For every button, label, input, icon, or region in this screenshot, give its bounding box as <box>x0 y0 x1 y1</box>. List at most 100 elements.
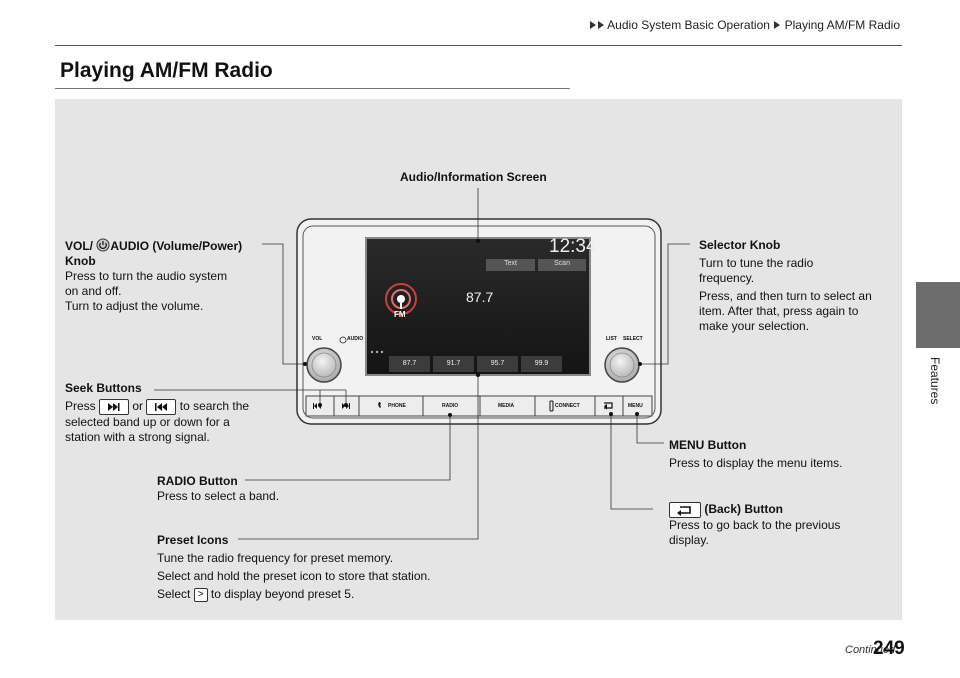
breadcrumb-arrow-icon <box>774 21 781 29</box>
next-arrow-icon: > <box>193 587 208 602</box>
continued-label: Continued <box>845 644 896 656</box>
button-bar <box>305 395 653 417</box>
page-title: Playing AM/FM Radio <box>60 59 273 82</box>
callout-screen-title: Audio/Information Screen <box>400 170 547 184</box>
breadcrumb: Audio System Basic Operation Playing AM/… <box>589 18 900 32</box>
callout-preset: Preset Icons Tune the radio frequency fo… <box>157 533 431 602</box>
menu-line1: Press to display the menu items. <box>669 456 843 470</box>
selector-line2: frequency. <box>699 271 755 285</box>
seek-to-search: to search the <box>179 399 250 414</box>
callout-back: (Back) Button Press to go back to the pr… <box>669 502 840 548</box>
seek-line3: station with a strong signal. <box>65 430 210 444</box>
vol-line1: Press to turn the audio system <box>65 269 228 283</box>
seek-forward-icon <box>342 403 345 409</box>
selector-title: Selector Knob <box>699 238 781 252</box>
back-line2: display. <box>669 533 709 547</box>
preset-display-beyond: to display beyond preset 5. <box>210 587 355 601</box>
vol-line2: on and off. <box>65 284 122 298</box>
clock: 12:34 <box>549 236 597 257</box>
preset-line2: Select and hold the preset icon to store… <box>157 569 431 583</box>
radio-label: RADIO <box>442 403 459 409</box>
header-rule <box>55 45 902 46</box>
media-label: MEDIA <box>498 403 515 409</box>
selector-line3: Press, and then turn to select an <box>699 289 872 303</box>
seek-back-icon <box>146 399 177 415</box>
phone-icon <box>378 402 381 408</box>
seek-back-icon <box>314 403 317 409</box>
back-arrow-head <box>604 404 607 410</box>
vol-line3: Turn to adjust the volume. <box>65 299 204 313</box>
callout-dots <box>303 239 642 417</box>
page-dot <box>375 350 379 354</box>
audio-label: AUDIO <box>347 336 364 342</box>
seek-press: Press <box>65 399 96 414</box>
power-icon <box>96 238 110 252</box>
back-arrow-icon <box>604 402 613 409</box>
breadcrumb-level1: Audio System Basic Operation <box>607 18 770 32</box>
preset-title: Preset Icons <box>157 533 229 547</box>
preset-label-1: 87.7 <box>402 360 417 367</box>
seek-title: Seek Buttons <box>65 381 142 395</box>
unit-inner-bezel <box>302 225 656 419</box>
phone-label: PHONE <box>388 403 406 409</box>
back-line1: Press to go back to the previous <box>669 518 841 532</box>
vol-knob-ring <box>311 352 337 378</box>
title-rule <box>55 88 570 89</box>
back-button[interactable] <box>596 397 622 415</box>
preset-line1: Tune the radio frequency for preset memo… <box>157 551 394 565</box>
callout-selector: Selector Knob Turn to tune the radio fre… <box>699 238 872 334</box>
page-dot <box>370 350 374 354</box>
breadcrumb-arrow-icon <box>597 21 604 29</box>
fm-band-icon <box>385 283 417 315</box>
page-number: 249 <box>873 638 905 659</box>
breadcrumb-arrow-icon <box>589 21 596 29</box>
scan-tab-label: Scan <box>554 260 570 267</box>
band-label: FM <box>394 310 406 319</box>
preset-icon-1[interactable] <box>389 356 430 372</box>
vol-title-a: VOL/ <box>65 239 94 253</box>
station-frequency: 87.7 <box>466 289 494 305</box>
preset-label-4: 99.9 <box>534 360 549 367</box>
callout-radio: RADIO Button Press to select a band. <box>157 474 279 504</box>
seek-line2: selected band up or down for a <box>65 415 230 429</box>
preset-select: Select <box>157 587 191 601</box>
text-tab[interactable] <box>486 259 535 271</box>
back-icon <box>669 502 701 518</box>
preset-icon-3[interactable] <box>477 356 518 372</box>
list-label: LIST <box>606 336 617 342</box>
seek-forward-icon-bar <box>349 403 350 409</box>
callout-seek: Seek Buttons Press or to search the sele… <box>65 381 249 445</box>
vol-label: VOL <box>312 336 323 342</box>
selector-line5: make your selection. <box>699 319 810 333</box>
preset-icon-2[interactable] <box>433 356 474 372</box>
radio-line1: Press to select a band. <box>157 489 280 503</box>
selector-line1: Turn to tune the radio <box>699 256 814 270</box>
vol-title-c: Knob <box>65 254 96 268</box>
preset-label-3: 95.7 <box>490 360 505 367</box>
section-tab <box>916 282 960 348</box>
connect-label: CONNECT <box>555 403 580 409</box>
callout-lines <box>154 188 690 540</box>
selector-line4: item. After that, press again to <box>699 304 859 318</box>
radio-title: RADIO Button <box>157 474 238 488</box>
callout-screen: Audio/Information Screen <box>400 170 547 185</box>
callout-vol: VOL/ AUDIO (Volume/Power) Knob Press to … <box>65 238 242 314</box>
preset-label-2: 91.7 <box>446 360 461 367</box>
connect-icon <box>549 400 554 412</box>
menu-title: MENU Button <box>669 438 747 452</box>
select-label: SELECT <box>623 336 643 342</box>
vol-title-b: AUDIO (Volume/Power) <box>110 239 243 253</box>
back-title: (Back) Button <box>704 502 784 517</box>
breadcrumb-level2: Playing AM/FM Radio <box>784 18 900 32</box>
menu-label: MENU <box>628 403 643 409</box>
seek-or: or <box>132 399 144 414</box>
section-tab-label: Features <box>928 357 942 405</box>
callout-menu: MENU Button Press to display the menu it… <box>669 438 842 471</box>
preset-icon-4[interactable] <box>521 356 562 372</box>
scan-tab[interactable] <box>538 259 586 271</box>
power-icon <box>339 336 347 344</box>
seek-back-icon-bar <box>313 403 314 409</box>
text-tab-label: Text <box>504 260 517 267</box>
selector-knob-ring <box>609 352 635 378</box>
